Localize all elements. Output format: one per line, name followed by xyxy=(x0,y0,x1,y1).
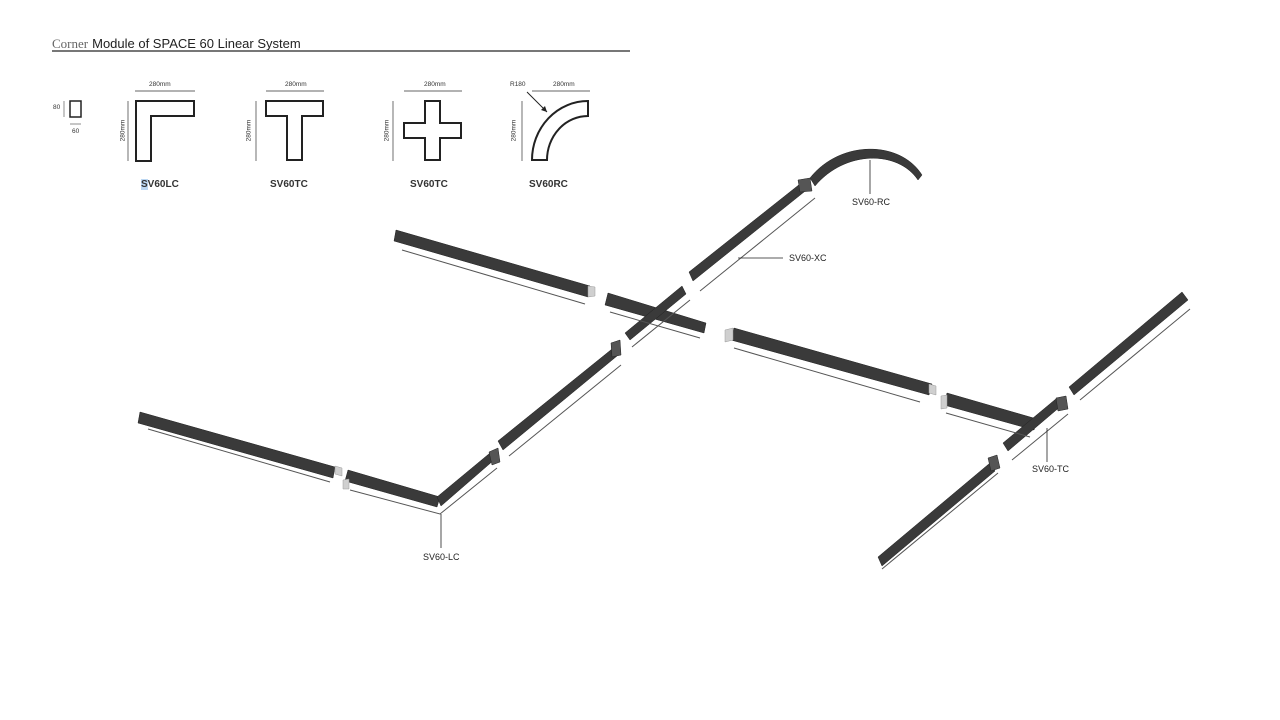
system-isometric xyxy=(137,148,1191,570)
callout-leaders xyxy=(440,160,1048,548)
profile-arc xyxy=(809,148,923,187)
module-lc-drawing xyxy=(127,90,195,162)
module-lc-width-label: 280mm xyxy=(149,81,171,88)
module-lc-code-rest: V60LC xyxy=(147,179,179,190)
module-xc-drawing xyxy=(392,90,462,161)
module-xc-width-label: 280mm xyxy=(424,81,446,88)
callout-xc: SV60-XC xyxy=(789,253,827,263)
module-lc-code: SV60LC xyxy=(141,179,179,190)
profile-bar xyxy=(344,469,441,508)
module-rc-width-label: 280mm xyxy=(553,81,575,88)
title-main: Module of SPACE 60 Linear System xyxy=(92,36,301,51)
profile-bar xyxy=(137,411,336,479)
title-rule xyxy=(52,50,630,52)
callout-lc: SV60-LC xyxy=(423,552,460,562)
profile-bar xyxy=(624,285,687,341)
profile-bar xyxy=(943,392,1038,431)
module-rc-drawing xyxy=(521,90,590,161)
profile-height-label: 80 xyxy=(53,104,61,111)
module-tc-drawing xyxy=(255,90,324,161)
profile-bar xyxy=(688,179,810,282)
profile-bar xyxy=(877,462,996,567)
module-xc-code: SV60TC xyxy=(410,179,448,190)
callout-rc: SV60-RC xyxy=(852,197,891,207)
profile-bar xyxy=(393,229,591,298)
module-rc-code: SV60RC xyxy=(529,179,568,190)
profile-bar xyxy=(436,452,495,507)
profile-section-shape xyxy=(69,100,82,118)
module-tc-width-label: 280mm xyxy=(285,81,307,88)
profile-bar xyxy=(730,327,933,396)
profile-bar xyxy=(497,348,618,451)
module-rc-radius-label: R180 xyxy=(510,81,526,88)
profile-width-label: 60 xyxy=(72,128,80,135)
profile-bar xyxy=(1068,291,1189,396)
title-prefix: Corner xyxy=(52,36,89,51)
callout-tc: SV60-TC xyxy=(1032,464,1070,474)
module-tc-code: SV60TC xyxy=(270,179,308,190)
